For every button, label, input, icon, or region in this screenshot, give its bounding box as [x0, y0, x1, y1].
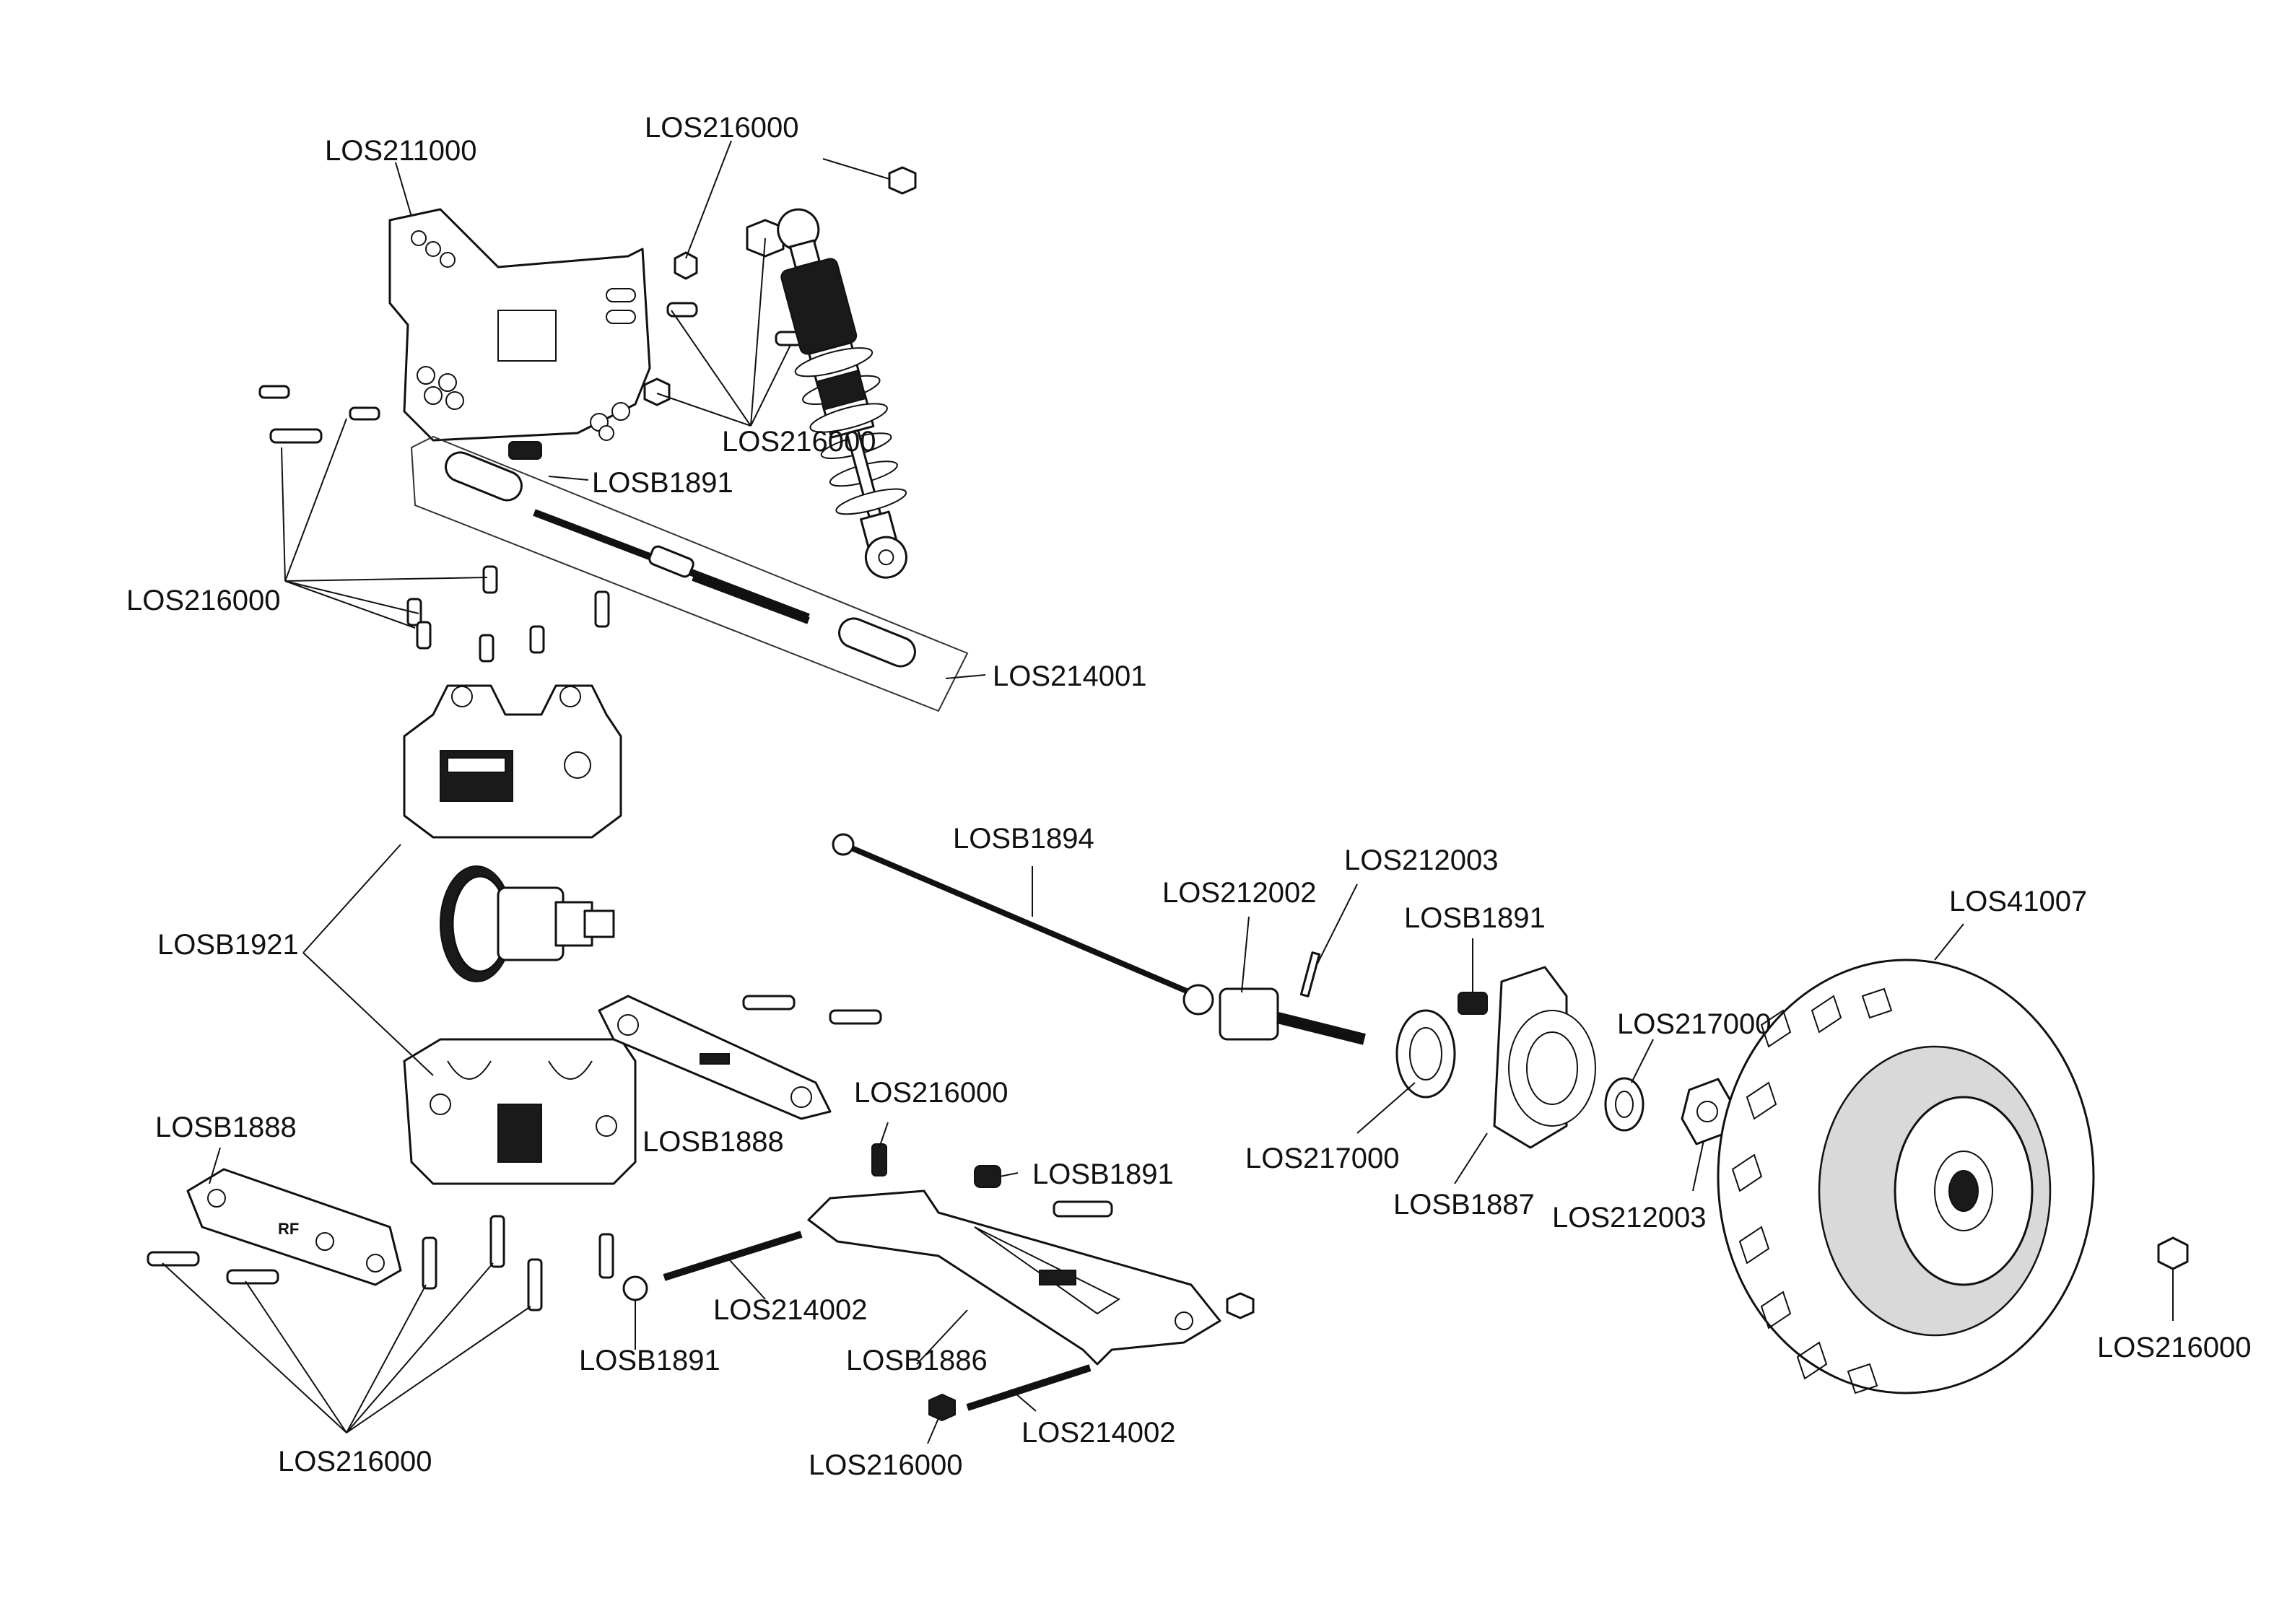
label-los211000: LOS211000: [325, 135, 477, 167]
hinge-pin-lower: [966, 1364, 1092, 1411]
label-los214002-lower: LOS214002: [1021, 1417, 1176, 1449]
wheel-hex-part: [1681, 1078, 1734, 1145]
label-losb1887: LOSB1887: [1393, 1189, 1535, 1221]
wheel-tire-part: [1717, 959, 2095, 1394]
arm-ball-stud: [974, 1165, 1001, 1188]
rear-hub-carrier-part: [1458, 966, 1596, 1149]
hinge-pin-brace-part: [598, 995, 832, 1120]
suspension-arm-part: [807, 1189, 1221, 1366]
label-los216000-wheelnut: LOS216000: [2097, 1332, 2252, 1363]
tower-hardware: [258, 166, 917, 460]
lower-nut: [928, 1393, 956, 1422]
label-losb1921: LOSB1921: [157, 929, 299, 961]
label-losb1891-lower: LOSB1891: [579, 1345, 720, 1376]
arm-screw: [1053, 1200, 1113, 1218]
label-losb1891-arm: LOSB1891: [1032, 1158, 1174, 1190]
label-los216000-bottom: LOS216000: [278, 1446, 432, 1477]
front-block-screws: [147, 1215, 543, 1311]
gearbox-housing-bottom-part: [403, 1038, 637, 1185]
label-los41007: LOS41007: [1949, 886, 2087, 917]
set-screw: [871, 1143, 887, 1176]
label-los212002: LOS212002: [1162, 877, 1317, 909]
shock-absorber-part: [777, 208, 907, 579]
label-losb1894: LOSB1894: [953, 823, 1094, 855]
wheel-nut-part: [2157, 1236, 2189, 1270]
label-los216000-armnut: LOS216000: [809, 1449, 963, 1481]
label-los212003-pin: LOS212003: [1344, 844, 1499, 876]
label-los216000-screws: LOS216000: [126, 585, 281, 616]
label-losb1891-carrier: LOSB1891: [1404, 902, 1546, 934]
driveshaft-part: [832, 833, 1214, 1016]
label-los214002-upper: LOS214002: [713, 1294, 868, 1326]
hinge-pin-upper: [663, 1231, 803, 1281]
label-los216000-setscrew: LOS216000: [854, 1077, 1009, 1109]
hinge-screw-2: [829, 1009, 882, 1025]
bearing-left-part: [1395, 1009, 1456, 1099]
label-los212003-hex: LOS212003: [1552, 1202, 1707, 1234]
lower-screw: [598, 1233, 614, 1279]
gearbox-housing-top-part: [403, 684, 622, 839]
axle-part: [1219, 951, 1366, 1045]
camber-link-part: [410, 435, 969, 712]
differential-part: [440, 865, 615, 982]
shock-tower-part: [388, 208, 651, 442]
label-los216000-shock: LOS216000: [722, 426, 876, 458]
ball-stud-lower: [622, 1275, 648, 1301]
label-losb1888-hinge: LOSB1888: [642, 1126, 784, 1158]
label-losb1891-tower: LOSB1891: [592, 467, 733, 499]
bearing-right-part: [1604, 1077, 1644, 1132]
label-los214001: LOS214001: [993, 660, 1147, 692]
part-labels: LOS211000 LOS216000 LOS216000 LOSB1891 L…: [126, 112, 2252, 1481]
hinge-screw-1: [742, 995, 796, 1010]
leader-lines: [162, 140, 2174, 1444]
arm-nut: [1226, 1292, 1255, 1319]
tower-screws: [406, 565, 610, 663]
label-los216000-top: LOS216000: [645, 112, 799, 144]
front-hinge-block-part: RF: [186, 1168, 402, 1286]
label-losb1888-front: LOSB1888: [155, 1112, 297, 1143]
label-los217000-right: LOS217000: [1617, 1008, 1772, 1040]
label-losb1886: LOSB1886: [846, 1345, 988, 1376]
label-los217000-left: LOS217000: [1245, 1143, 1400, 1174]
hinge-block-marking: RF: [278, 1220, 299, 1238]
